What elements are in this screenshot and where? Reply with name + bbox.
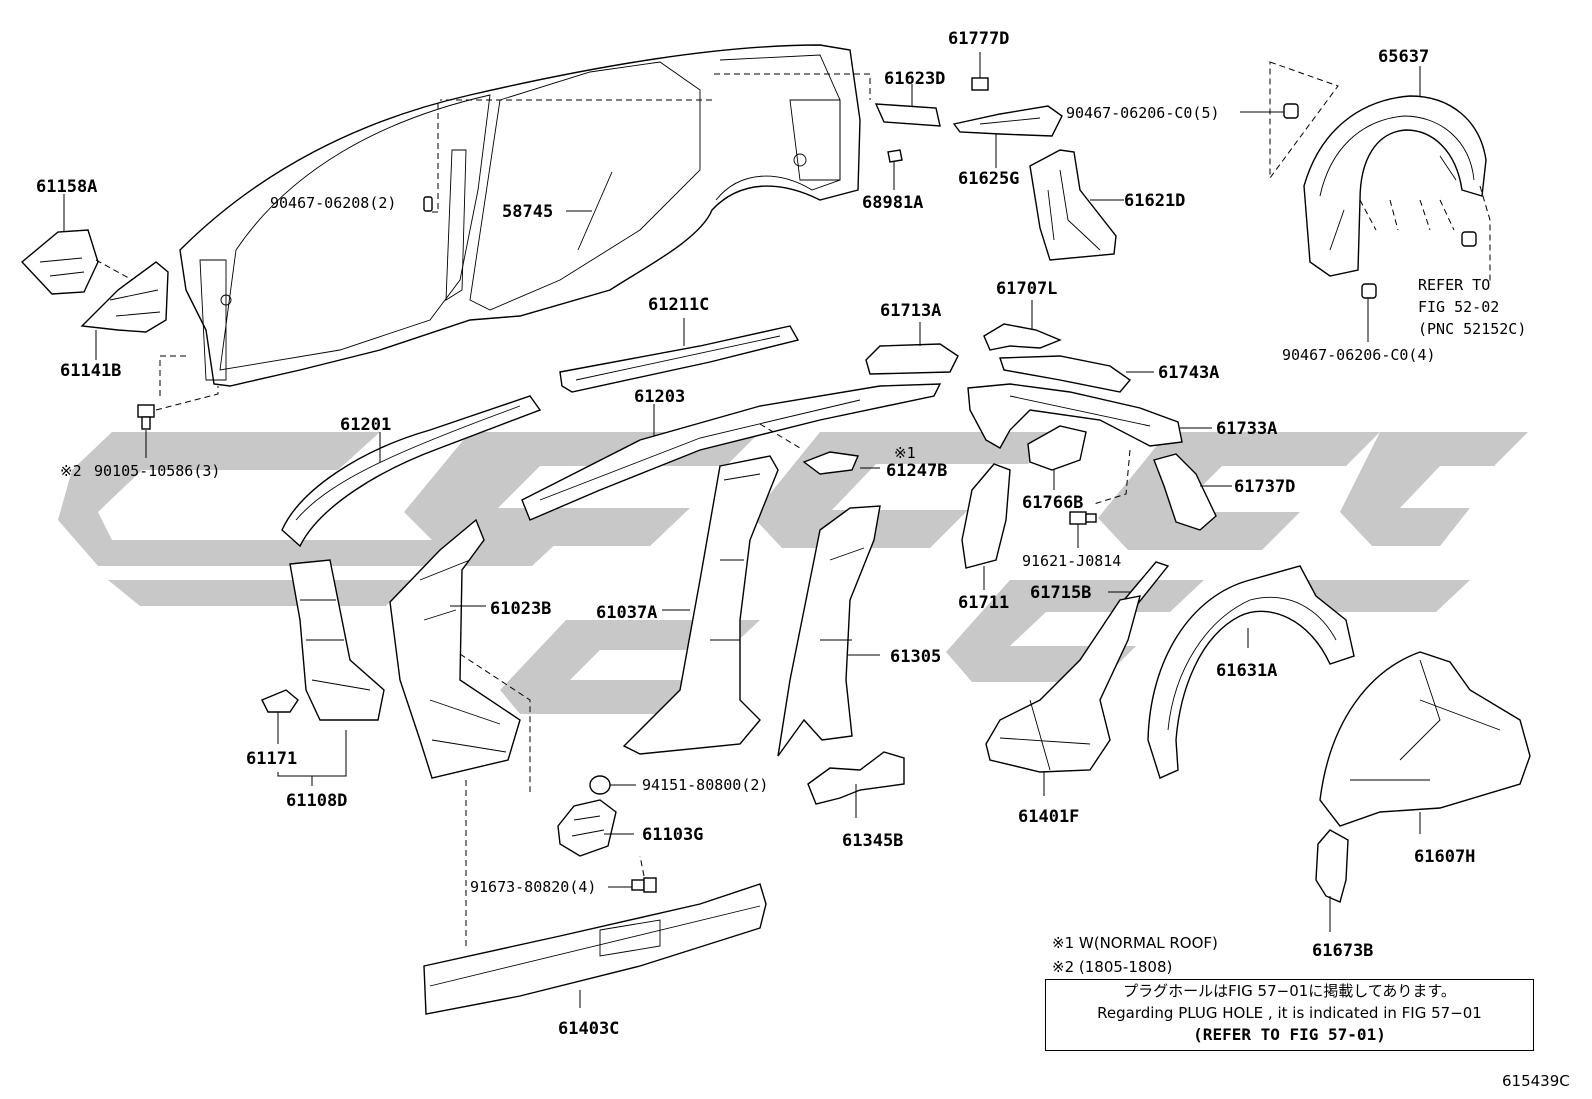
label-61673B: 61673B — [1312, 941, 1373, 961]
bolt-90105-10586 — [137, 404, 155, 430]
note-2: ※2 (1805-1808) — [1052, 958, 1172, 976]
part-61305 — [777, 505, 881, 757]
label-refer-line2: FIG 52-02 — [1418, 298, 1499, 316]
label-61623D: 61623D — [884, 69, 945, 89]
part-61211C — [559, 325, 800, 393]
label-61401F: 61401F — [1018, 807, 1079, 827]
part-61737D — [1153, 453, 1217, 531]
label-68981A: 68981A — [862, 193, 923, 213]
part-61037A — [622, 455, 779, 755]
part-61623D — [874, 103, 941, 127]
label-90467-06208: 90467-06208(2) — [270, 194, 396, 212]
label-61211C: 61211C — [648, 295, 709, 315]
plug-hole-note-en: Regarding PLUG HOLE , it is indicated in… — [1097, 1004, 1482, 1022]
label-90467-06206-C0-4: 90467-06206-C0(4) — [1282, 346, 1436, 364]
bolt-91673-80820 — [631, 877, 657, 893]
part-61103G — [557, 799, 617, 857]
bolt-91621-J0814 — [1069, 511, 1097, 525]
label-61607H: 61607H — [1414, 847, 1475, 867]
part-labels: 61158A 61141B 90467-06208(2) 58745 68981… — [36, 29, 1526, 1039]
label-61766B: 61766B — [1022, 493, 1083, 513]
label-61247B: 61247B — [886, 461, 947, 481]
label-61158A: 61158A — [36, 177, 97, 197]
part-61203 — [521, 383, 942, 521]
part-61621D — [1029, 149, 1117, 261]
label-61737D: 61737D — [1234, 477, 1295, 497]
clip-90467-06208 — [423, 196, 433, 212]
label-61403C: 61403C — [558, 1019, 619, 1039]
part-61766B — [1027, 425, 1087, 471]
part-61345B — [807, 751, 905, 805]
clip-90467-06206-lower — [1361, 283, 1377, 299]
label-61345B: 61345B — [842, 831, 903, 851]
part-61707L — [983, 323, 1062, 351]
part-65637 — [1303, 95, 1487, 277]
plug-hole-note-jp: プラグホールはFIG 57−01に掲載してあります。 — [1123, 982, 1456, 1000]
label-61023B: 61023B — [490, 599, 551, 619]
grommet-94151-80800 — [589, 775, 611, 795]
label-61305: 61305 — [890, 647, 941, 667]
label-61777D: 61777D — [948, 29, 1009, 49]
figure-number: 615439C — [1502, 1072, 1570, 1090]
clip-90467-06206-upper — [1283, 103, 1299, 119]
clip-90467-06206-right — [1461, 231, 1477, 247]
label-61141B: 61141B — [60, 361, 121, 381]
label-58745: 58745 — [502, 202, 553, 222]
part-61141B — [80, 261, 169, 333]
part-61158A — [20, 229, 99, 295]
part-61713A — [865, 343, 959, 375]
label-mark1: ※1 — [894, 444, 916, 462]
label-61707L: 61707L — [996, 279, 1057, 299]
label-refer-line1: REFER TO — [1418, 276, 1490, 294]
label-61621D: 61621D — [1124, 191, 1185, 211]
label-61713A: 61713A — [880, 301, 941, 321]
label-refer-line3: (PNC 52152C) — [1418, 320, 1526, 338]
part-61743A — [999, 355, 1132, 393]
label-94151-80800: 94151-80800(2) — [642, 776, 768, 794]
label-91673-80820: 91673-80820(4) — [470, 878, 596, 896]
label-61171: 61171 — [246, 749, 297, 769]
plug-hole-refer: (REFER TO FIG 57-01) — [1193, 1025, 1386, 1044]
label-61108D: 61108D — [286, 791, 347, 811]
part-61023B — [389, 518, 521, 779]
label-61715B: 61715B — [1030, 583, 1091, 603]
label-61711: 61711 — [958, 593, 1009, 613]
note-1: ※1 W(NORMAL ROOF) — [1052, 934, 1218, 952]
part-61673B — [1315, 829, 1349, 903]
label-mark2: ※2 — [60, 462, 82, 480]
part-61171 — [261, 689, 299, 713]
label-61201: 61201 — [340, 415, 391, 435]
part-61607H — [1319, 651, 1531, 827]
part-61108D — [289, 559, 385, 721]
label-65637: 65637 — [1378, 47, 1429, 67]
label-61733A: 61733A — [1216, 419, 1277, 439]
label-90467-06206-C0-5: 90467-06206-C0(5) — [1066, 104, 1220, 122]
label-91621-J0814: 91621-J0814 — [1022, 552, 1121, 570]
part-61247B — [802, 451, 860, 475]
part-61631A — [1147, 565, 1355, 779]
label-61103G: 61103G — [642, 825, 703, 845]
label-61631A: 61631A — [1216, 661, 1277, 681]
label-61203: 61203 — [634, 387, 685, 407]
part-61201 — [281, 395, 542, 548]
part-68981A — [887, 149, 903, 163]
part-61733A — [967, 383, 1183, 449]
label-61743A: 61743A — [1158, 363, 1219, 383]
body-side-outer-panel — [179, 44, 861, 387]
part-61777D — [971, 77, 989, 91]
label-90105-10586: 90105-10586(3) — [94, 462, 220, 480]
part-61711 — [961, 463, 1011, 569]
part-61625G — [952, 105, 1063, 137]
part-61403C — [423, 883, 767, 1015]
label-61625G: 61625G — [958, 169, 1019, 189]
plug-hole-note-box: プラグホールはFIG 57−01に掲載してあります。 Regarding PLU… — [1045, 979, 1534, 1051]
label-61037A: 61037A — [596, 603, 657, 623]
part-61401F — [985, 595, 1141, 773]
